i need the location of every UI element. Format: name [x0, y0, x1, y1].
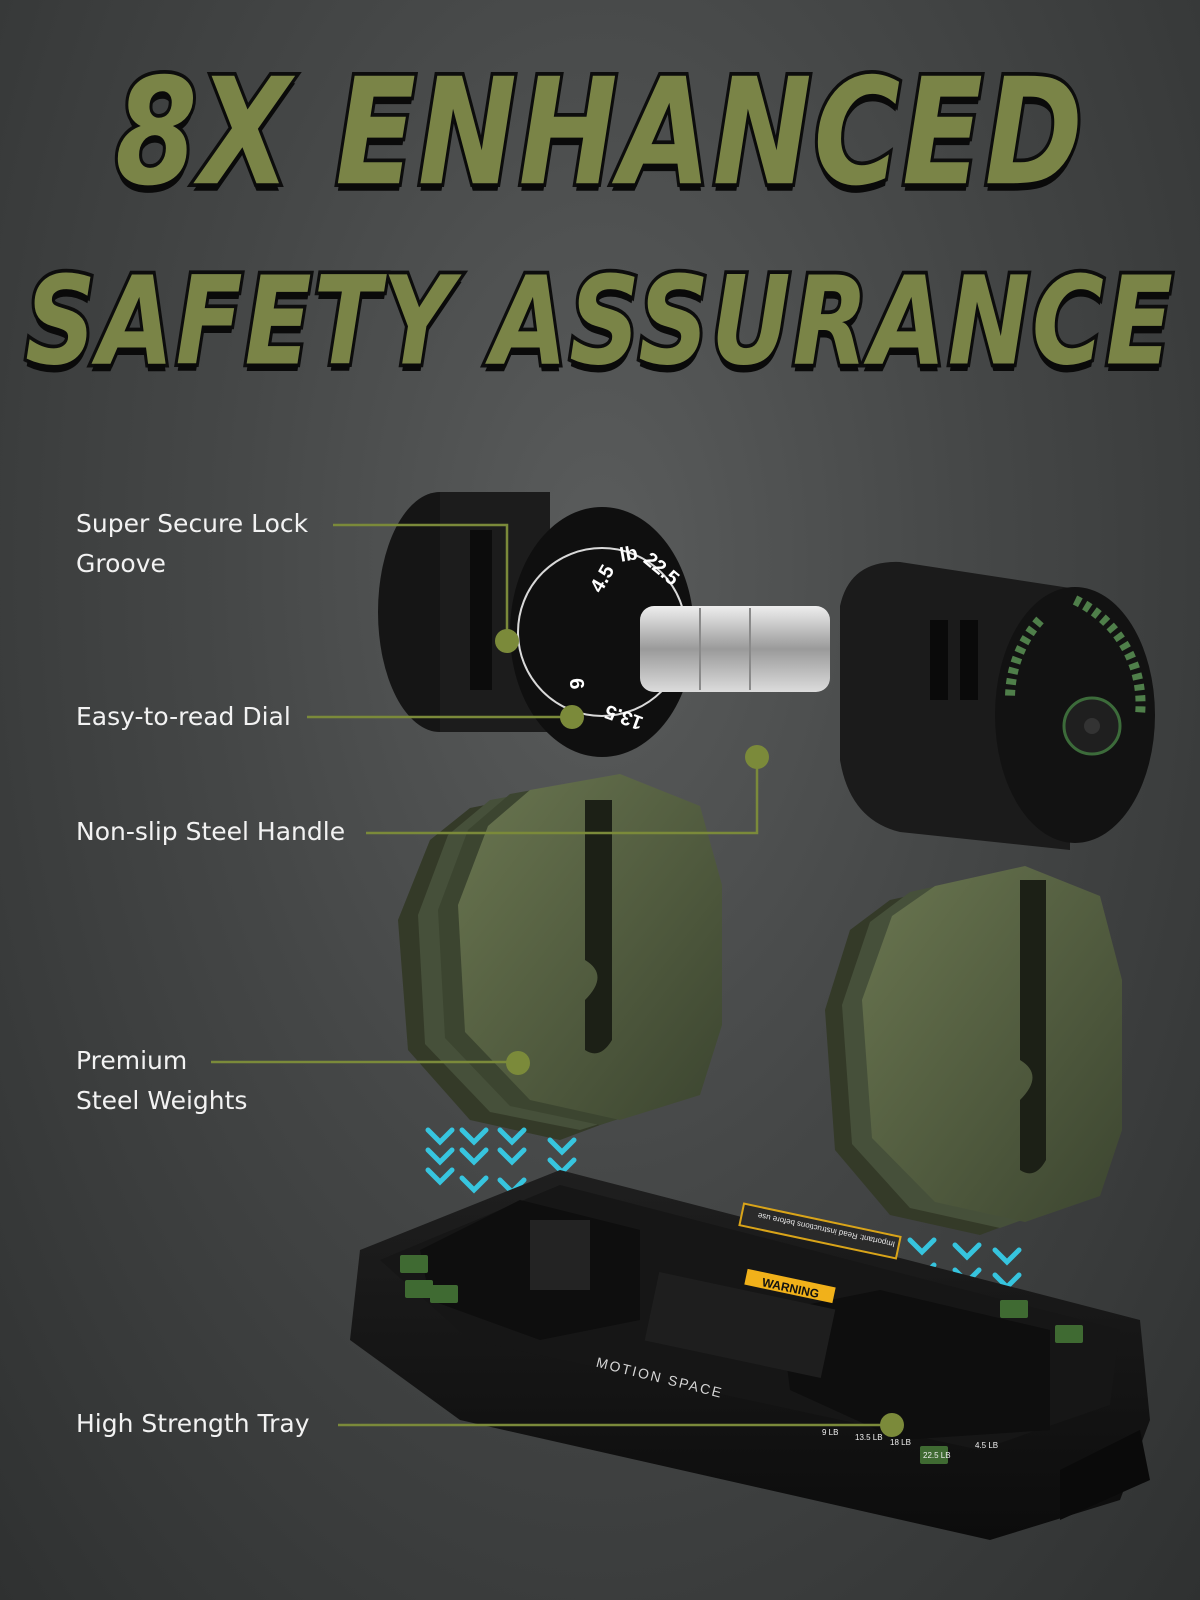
slot-label-13-5: 13.5 LB: [855, 1433, 883, 1442]
callout-dot-lock-groove: [495, 629, 519, 653]
callout-dot-dial: [560, 705, 584, 729]
feature-label-handle-line-1: Non-slip Steel Handle: [76, 817, 346, 846]
headline-line-2: SAFETY ASSURANCE: [22, 247, 1176, 397]
feature-label-weights-line-1: Premium: [76, 1046, 188, 1075]
slot-label-4-5: 4.5 LB: [975, 1441, 998, 1450]
feature-label-lock-groove-line-1: Super Secure Lock: [76, 509, 309, 538]
feature-label-tray: High Strength Tray: [76, 1404, 309, 1444]
callout-dots: [495, 629, 904, 1437]
feature-label-dial-line-1: Easy-to-read Dial: [76, 702, 291, 731]
dial-number-9: 9: [567, 677, 590, 690]
callout-dot-handle: [745, 745, 769, 769]
weight-dial: 4.5 lb 22.5 9 13.5: [510, 507, 694, 757]
storage-tray: WARNING Important: Read instructions bef…: [350, 1170, 1150, 1540]
slot-label-22-5: 22.5 LB: [923, 1451, 951, 1460]
feature-label-handle: Non-slip Steel Handle: [76, 812, 345, 852]
weight-plates-left: [398, 774, 722, 1140]
feature-label-weights: Premium Steel Weights: [76, 1041, 247, 1121]
feature-label-dial: Easy-to-read Dial: [76, 697, 291, 737]
feature-label-lock-groove-line-2: Groove: [76, 549, 166, 578]
callout-lines: [211, 523, 892, 1427]
feature-label-lock-groove: Super Secure Lock Groove: [76, 504, 308, 584]
headline-line-1: 8X ENHANCED: [112, 42, 1086, 222]
slot-label-18: 18 LB: [890, 1438, 911, 1447]
slot-label-9: 9 LB: [822, 1428, 838, 1437]
feature-label-tray-line-1: High Strength Tray: [76, 1409, 310, 1438]
steel-handle: [640, 606, 830, 692]
feature-label-weights-line-2: Steel Weights: [76, 1086, 248, 1115]
callout-dot-tray: [880, 1413, 904, 1437]
dumbbell: 4.5 lb 22.5 9 13.5: [378, 492, 1155, 850]
callout-dot-weights: [506, 1051, 530, 1075]
weight-plates-right: [825, 866, 1122, 1235]
dial-unit-lb: lb: [618, 542, 639, 567]
